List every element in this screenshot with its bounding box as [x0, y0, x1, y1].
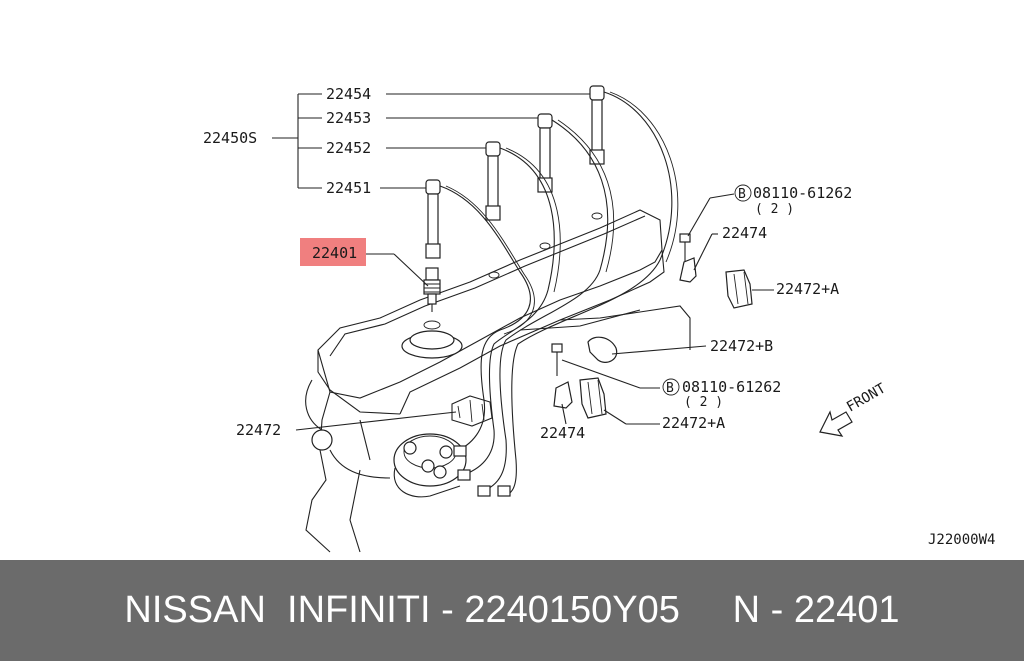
parts-diagram: 22450S 22454 22453 22452 22451 22401 B 0… [203, 85, 995, 553]
label-22472b: 22472+B [710, 337, 773, 355]
label-22474-top: 22474 [722, 224, 767, 242]
spark-plug-22401 [423, 267, 441, 312]
label-22450s: 22450S [203, 129, 257, 147]
footer-ref: N - 22401 [732, 589, 900, 631]
clamps [551, 233, 753, 419]
highlight-22401 [300, 238, 366, 266]
label-22474-bottom: 22474 [540, 424, 585, 442]
label-22452: 22452 [326, 139, 371, 157]
label-22453: 22453 [326, 109, 371, 127]
label-22454: 22454 [326, 85, 371, 103]
footer-caption: NISSAN INFINITI - 2240150Y05 N - 22401 [0, 560, 1024, 661]
front-arrow: FRONT [819, 380, 889, 437]
label-22472a-top: 22472+A [776, 280, 839, 298]
leader-lines [272, 93, 774, 431]
diagram-code: J22000W4 [928, 532, 995, 548]
footer-bar: NISSAN INFINITI - 2240150Y05 N - 22401 [0, 560, 1024, 661]
label-22451: 22451 [326, 179, 371, 197]
front-label: FRONT [844, 380, 889, 415]
label-bolt2-qty: ( 2 ) [684, 395, 723, 410]
label-bolt1-part: 08110-61262 [753, 184, 852, 202]
label-bolt1-qty: ( 2 ) [755, 202, 794, 217]
footer-brand-part: NISSAN INFINITI - 2240150Y05 [124, 589, 680, 631]
bolt1-mark: B [738, 187, 746, 202]
distributor [311, 429, 467, 498]
label-bolt2-part: 08110-61262 [682, 378, 781, 396]
label-22401: 22401 [312, 244, 357, 262]
label-22472a-bottom: 22472+A [662, 414, 725, 432]
label-22472: 22472 [236, 421, 281, 439]
part-labels: 22450S 22454 22453 22452 22451 22401 B 0… [203, 85, 995, 548]
ignition-leads [425, 85, 679, 497]
bolt2-mark: B [666, 381, 674, 396]
footer-gap [680, 589, 733, 632]
